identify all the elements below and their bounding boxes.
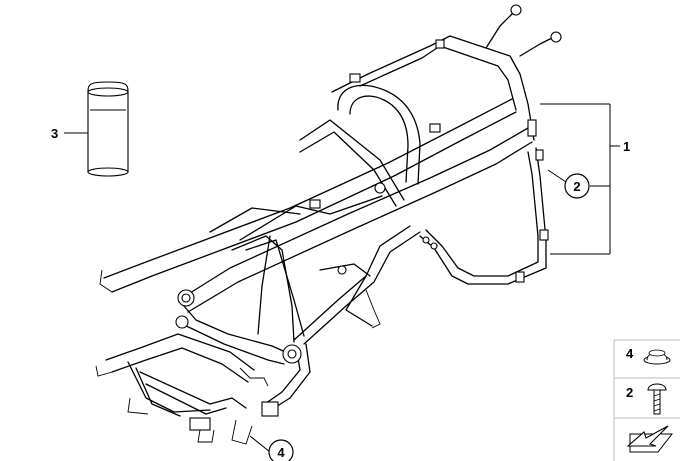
legend-number-screw: 2: [626, 385, 633, 400]
callout-4-circle: [268, 439, 294, 461]
callout-2: 2: [573, 179, 580, 194]
legend-number-buffer: 4: [626, 346, 634, 361]
screw-icon: [647, 383, 667, 415]
frame-bracket: [540, 103, 620, 255]
callout-2-circle: [564, 173, 590, 199]
main-frame[interactable]: [95, 4, 562, 445]
screw-leaders: [547, 169, 610, 187]
callout-1: 1: [623, 139, 630, 154]
callout-4: 4: [277, 445, 285, 460]
rubber-buffer-icon: [643, 349, 671, 365]
paint-can[interactable]: [87, 81, 129, 177]
buffer-leader: [249, 435, 271, 453]
parts-legend: 4 2: [613, 339, 680, 461]
arrow-icon: [620, 422, 676, 458]
callout-3: 3: [51, 126, 58, 141]
